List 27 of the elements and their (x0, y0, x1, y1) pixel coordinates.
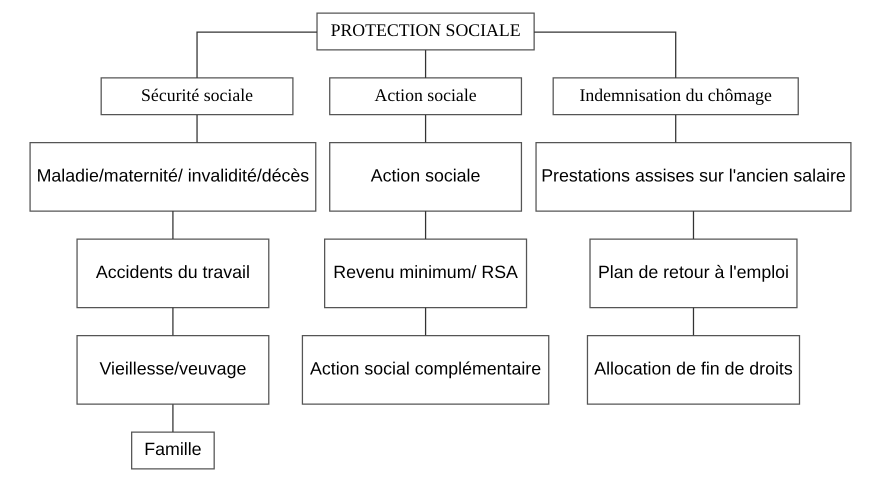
connector (196, 32, 317, 78)
node-box: Action sociale (329, 142, 522, 212)
connector (424, 308, 426, 336)
node-box: Plan de retour à l'emploi (589, 238, 798, 308)
node-box: PROTECTION SOCIALE (316, 12, 535, 51)
node-box: Maladie/maternité/ invalidité/décès (29, 142, 316, 212)
node-box: Sécurité sociale (100, 77, 294, 116)
node-box: Prestations assises sur l'ancien salaire (535, 142, 852, 212)
connector (692, 308, 694, 336)
node-box: Allocation de fin de droits (586, 334, 800, 405)
connector (692, 211, 694, 239)
connector (675, 114, 676, 142)
node-box: Famille (131, 431, 215, 470)
node-box: Accidents du travail (76, 238, 270, 308)
connector (424, 211, 426, 239)
connector (172, 308, 174, 336)
node-box: Action social complémentaire (302, 334, 550, 405)
connector (424, 114, 426, 142)
connector (172, 211, 174, 239)
node-box: Vieillesse/veuvage (76, 334, 270, 405)
node-box: Action sociale (329, 77, 522, 116)
connector (424, 50, 426, 78)
connector (172, 404, 174, 432)
node-box: Revenu minimum/ RSA (324, 238, 528, 308)
node-box: Indemnisation du chômage (552, 77, 799, 116)
connector (534, 32, 676, 78)
connector (196, 114, 198, 142)
